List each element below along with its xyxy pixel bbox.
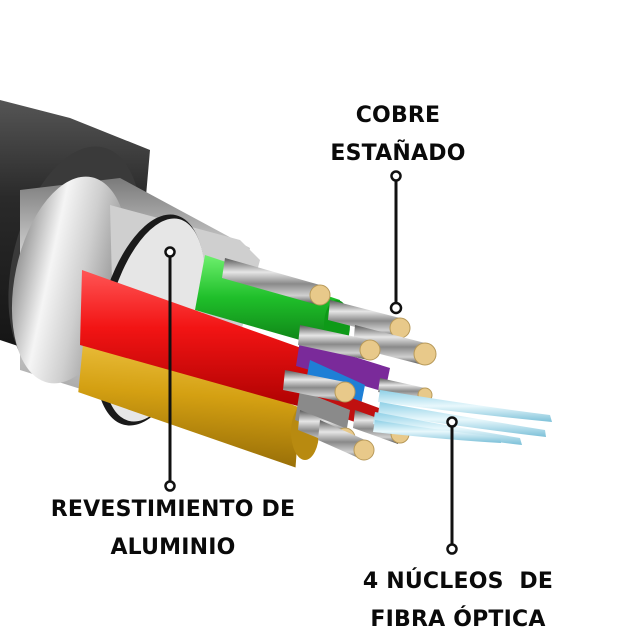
- label-line: FIBRA ÓPTICA: [370, 607, 546, 632]
- leader-line-aluminio: [164, 246, 176, 492]
- label-revestimiento-aluminio: REVESTIMIENTO DE ALUMINIO: [28, 491, 318, 567]
- tinned-copper-strands: [222, 258, 437, 461]
- leader-line-fibra: [446, 416, 458, 555]
- label-cobre-estanado: COBRE ESTAÑADO: [318, 97, 478, 173]
- fiber-optic-cores: [373, 390, 552, 445]
- label-line: ALUMINIO: [110, 535, 236, 560]
- leader-line-cobre: [389, 170, 403, 315]
- label-line: REVESTIMIENTO DE: [50, 497, 296, 522]
- label-line: 4 NÚCLEOS DE: [362, 569, 554, 594]
- label-line: ESTAÑADO: [330, 141, 466, 166]
- label-line: COBRE: [355, 103, 441, 128]
- label-fibra-optica: 4 NÚCLEOS DE FIBRA ÓPTICA: [338, 563, 578, 639]
